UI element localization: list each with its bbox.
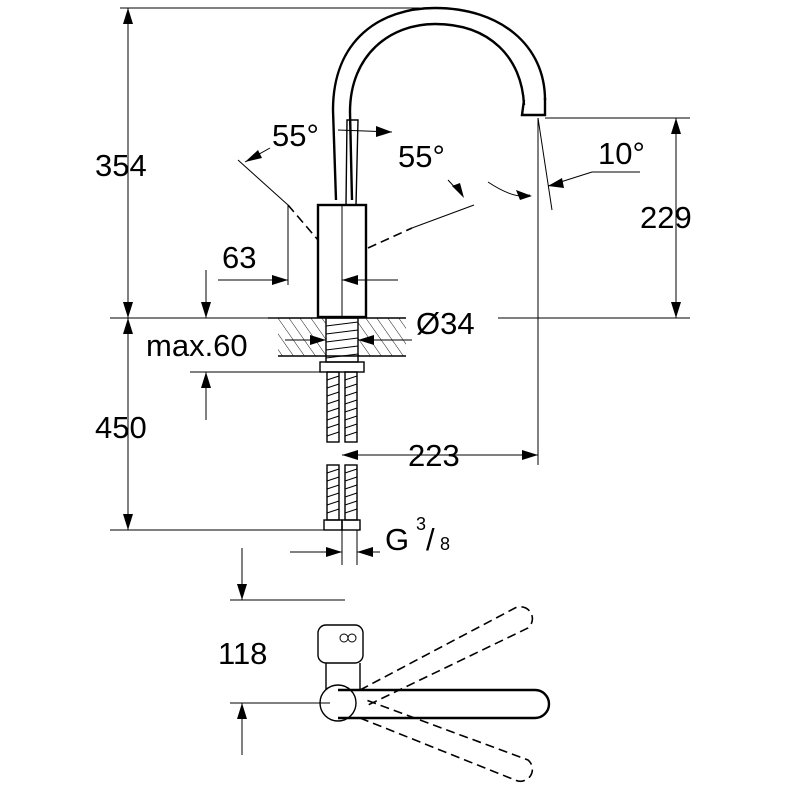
dim-354: 354 xyxy=(95,148,147,183)
dimension-lines xyxy=(110,7,690,565)
dim-thread-g: G xyxy=(385,522,409,557)
spout-tip xyxy=(520,98,547,117)
dim-angle-left: 55° xyxy=(272,118,319,153)
dim-229: 229 xyxy=(640,200,692,235)
counter-section xyxy=(268,317,406,373)
dim-thread-slash: / xyxy=(426,522,435,557)
dim-angle-spout: 10° xyxy=(598,136,645,171)
spout-outer xyxy=(331,6,547,111)
dimension-labels: 354 55° 55° 10° 229 63 max.60 Ø34 450 22… xyxy=(95,118,692,671)
faucet-top-view xyxy=(230,548,551,783)
mounting-nut xyxy=(319,361,365,373)
lever-right-dashed xyxy=(367,227,413,249)
dim-thread-num: 3 xyxy=(416,514,426,534)
dim-223: 223 xyxy=(408,438,460,473)
dim-450: 450 xyxy=(95,410,147,445)
lever-left-dashed xyxy=(287,204,319,241)
dim-118: 118 xyxy=(218,636,267,671)
dim-angle-right: 55° xyxy=(398,139,445,174)
faucet-side-view xyxy=(287,6,547,319)
supply-hoses xyxy=(323,371,361,531)
spout-inner xyxy=(348,22,526,113)
faucet-neck xyxy=(331,109,354,201)
dim-63: 63 xyxy=(222,240,256,275)
dim-thread-den: 8 xyxy=(440,534,450,554)
dim-max60: max.60 xyxy=(146,328,248,363)
dim-diameter-34: Ø34 xyxy=(416,306,475,341)
